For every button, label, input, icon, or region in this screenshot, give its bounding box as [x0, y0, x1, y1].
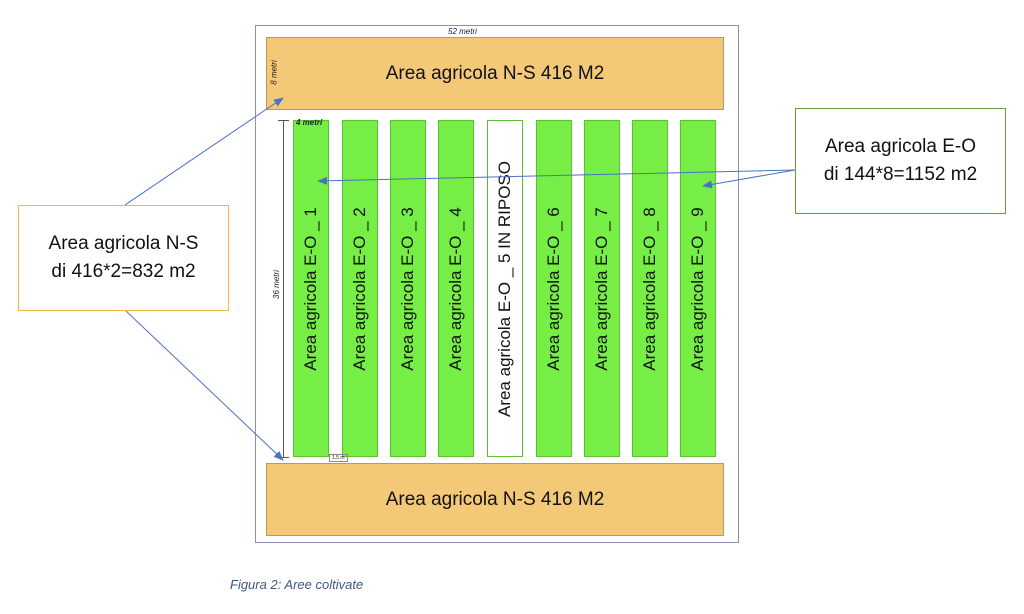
arrow-left-top: [124, 97, 284, 206]
strip-2: Area agricola E-O _ 2: [342, 120, 378, 457]
strip-8: Area agricola E-O _ 8: [632, 120, 668, 457]
arrow-right-9: [702, 169, 796, 189]
strip-9: Area agricola E-O _ 9: [680, 120, 716, 457]
ns-area-bottom: Area agricola N-S 416 M2: [266, 463, 724, 536]
strip-7: Area agricola E-O _ 7: [584, 120, 620, 457]
strip-4: Area agricola E-O _ 4: [438, 120, 474, 457]
gap-label: 1,5 m: [329, 454, 348, 462]
ns-area-top: Area agricola N-S 416 M2: [266, 37, 724, 110]
figure-caption: Figura 2: Aree coltivate: [230, 577, 364, 592]
arrow-right-1: [317, 169, 796, 185]
callout-eo-line2: di 144*8=1152 m2: [823, 164, 978, 185]
height-dimension-line: [283, 120, 284, 457]
callout-eo-line1: Area agricola E-O: [824, 136, 976, 157]
callout-ns: Area agricola N-S di 416*2=832 m2: [18, 205, 229, 311]
strip-width-label: 4 metri: [296, 118, 323, 127]
strip-1: Area agricola E-O _ 1: [293, 120, 329, 457]
strip-3: Area agricola E-O _ 3: [390, 120, 426, 457]
width-label: 52 metri: [448, 27, 477, 36]
callout-eo: Area agricola E-O di 144*8=1152 m2: [795, 108, 1006, 214]
callout-ns-line1: Area agricola N-S: [48, 233, 199, 254]
callout-ns-line2: di 416*2=832 m2: [51, 261, 196, 282]
dimension-tick: [278, 120, 289, 121]
field-frame: [255, 25, 739, 543]
arrow-left-bottom: [124, 309, 284, 461]
